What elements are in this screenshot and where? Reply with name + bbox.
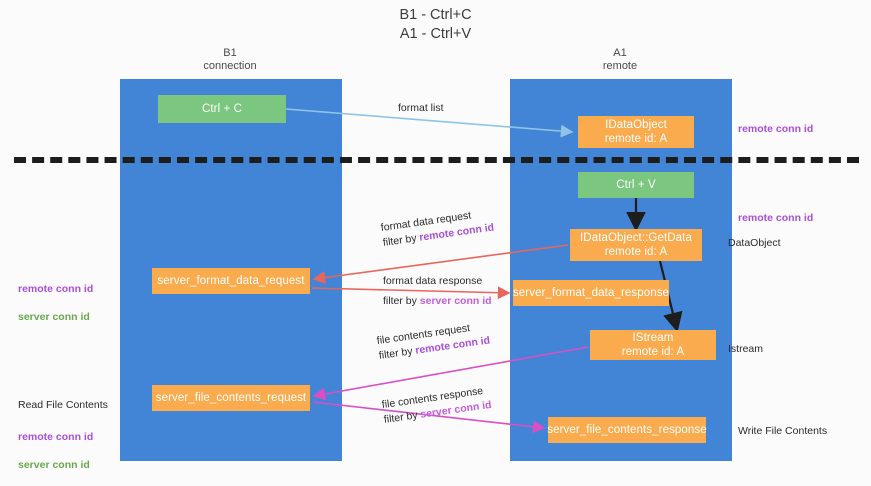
box-idataobject[interactable]: IDataObject remote id: A <box>578 116 694 148</box>
filter-prefix: filter by <box>383 408 422 426</box>
annotation-dataobject: DataObject <box>728 237 781 249</box>
box-server-file-contents-response[interactable]: server_file_contents_response <box>547 417 707 443</box>
label-line-filter: filter by server conn id <box>383 294 492 309</box>
filter-key-server-conn-id: server conn id <box>419 295 492 307</box>
box-server-format-data-request[interactable]: server_format_data_request <box>152 268 310 294</box>
column-header-b1: B1 connection <box>203 47 257 72</box>
annotation-right-remote-conn-id-top: remote conn id <box>738 123 814 135</box>
label-file-contents-request: file contents request filter by remote c… <box>376 319 491 364</box>
filter-prefix: filter by <box>382 231 421 249</box>
annotation-server-conn-id: server conn id <box>18 311 90 323</box>
label-format-list: format list <box>398 102 444 114</box>
box-istream[interactable]: IStream remote id: A <box>590 330 716 360</box>
annotation-heading: Read File Contents <box>18 399 108 411</box>
diagram-canvas: B1 - Ctrl+C A1 - Ctrl+V B1 connection A1… <box>14 7 859 471</box>
box-idataobject-getdata[interactable]: IDataObject::GetData remote id: A <box>570 229 702 261</box>
box-ctrl-c[interactable]: Ctrl + C <box>158 95 286 123</box>
annotation-left-conn-ids: remote conn id server conn id <box>18 268 118 338</box>
annotation-read-file-contents: Read File Contents remote conn id server… <box>18 384 123 486</box>
annotation-write-file-contents: Write File Contents <box>738 425 828 437</box>
box-server-file-contents-request[interactable]: server_file_contents_request <box>152 385 310 411</box>
annotation-server-conn-id: server conn id <box>18 459 90 471</box>
filter-prefix: filter by <box>383 295 420 307</box>
annotation-istream: Istream <box>728 343 764 355</box>
box-server-format-data-response[interactable]: server_format_data_response <box>513 280 669 306</box>
column-header-a1: A1 remote <box>602 47 638 72</box>
annotation-right-remote-conn-id-mid: remote conn id <box>738 212 814 224</box>
label-format-data-request: format data request filter by remote con… <box>380 206 495 251</box>
annotation-remote-conn-id: remote conn id <box>18 431 94 443</box>
page-title: B1 - Ctrl+C A1 - Ctrl+V <box>399 7 472 42</box>
label-line-primary: format data response <box>383 275 483 287</box>
box-ctrl-v[interactable]: Ctrl + V <box>578 172 694 198</box>
phase-divider <box>14 157 859 163</box>
filter-prefix: filter by <box>378 344 417 362</box>
label-file-contents-response: file contents response filter by server … <box>381 383 493 428</box>
label-format-data-response: format data response filter by server co… <box>383 274 492 309</box>
annotation-remote-conn-id: remote conn id <box>18 283 94 295</box>
